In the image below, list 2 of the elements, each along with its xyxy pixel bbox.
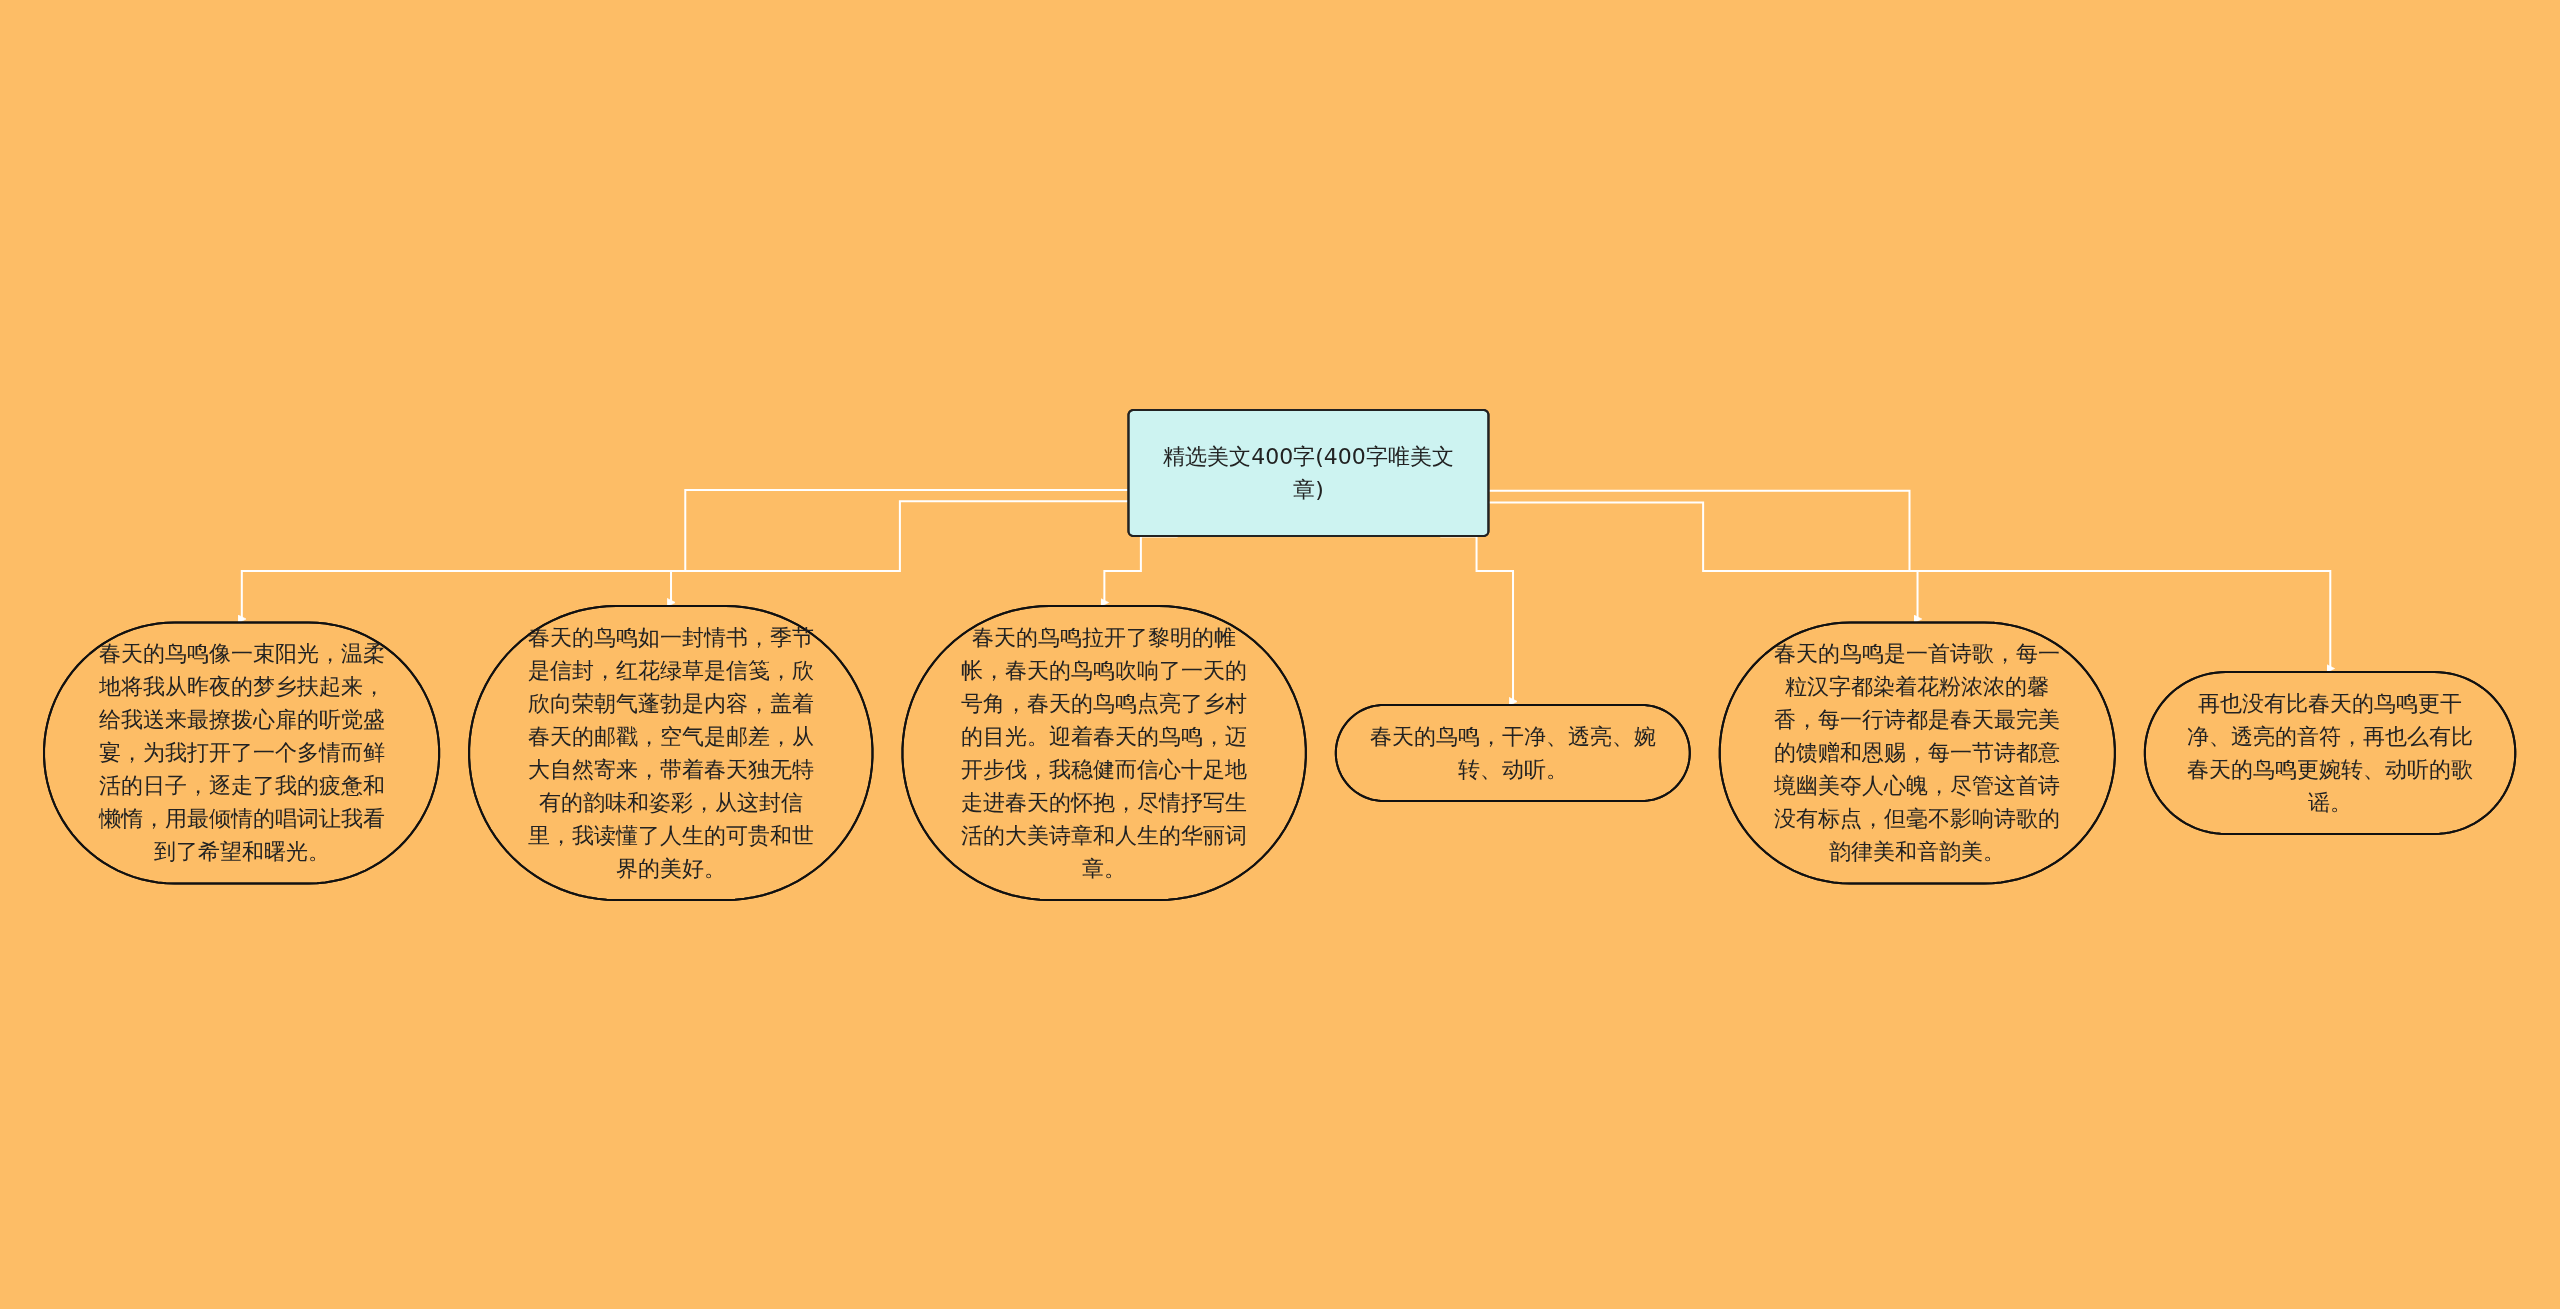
arrow: [1488, 500, 1923, 623]
arrow: [1488, 489, 2336, 673]
